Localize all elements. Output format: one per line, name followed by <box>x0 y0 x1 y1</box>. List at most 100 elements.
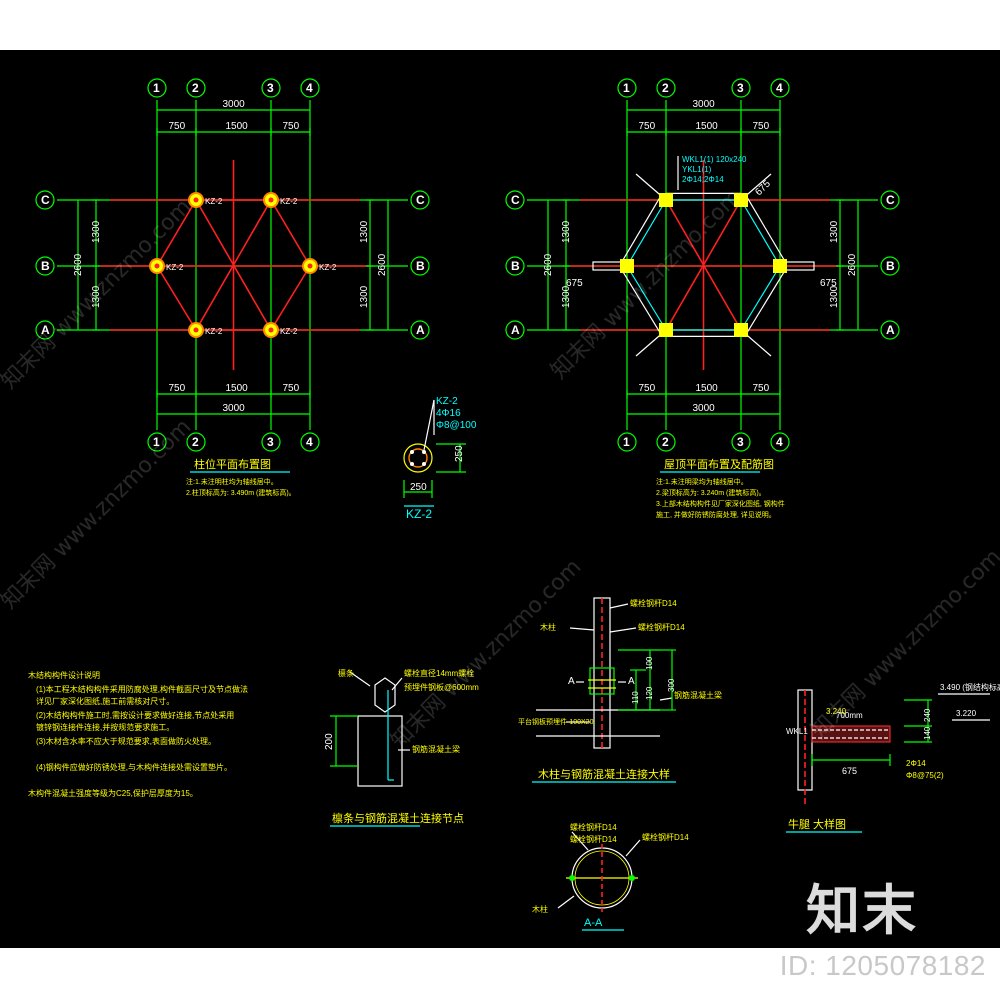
detail-label: 3.240 <box>826 707 847 716</box>
hexagon-edge <box>156 199 197 267</box>
beam-edge <box>620 268 661 334</box>
column-marker <box>734 323 748 337</box>
dim-label: 750 <box>753 121 770 132</box>
column-label: KZ-2 <box>205 197 223 206</box>
dim-label: 1300 <box>561 285 572 308</box>
plan-note: 施工, 并做好防锈防腐处理, 详见说明。 <box>656 510 776 519</box>
detail-label: 木柱 <box>532 904 548 914</box>
axis-label: A <box>886 323 895 337</box>
detail-bracket: WKL1 3.240 3.490 (钢结构标高) 3.220 2Φ14 Φ8@7… <box>786 682 1000 833</box>
section-label: Φ8@100 <box>436 420 477 431</box>
detail-label: 钢筋混凝土梁 <box>412 744 460 754</box>
axis-bubble <box>300 78 320 98</box>
axis-label: A <box>511 323 520 337</box>
detail-label: 2Φ14 <box>906 759 926 768</box>
detail-label: 预埋件钢板@600mm <box>404 682 479 692</box>
axis-label: C <box>416 193 425 207</box>
detail-label: WKL1 <box>786 727 808 736</box>
dim-label: 675 <box>842 766 857 776</box>
axis-label: 2 <box>662 435 669 449</box>
detail-label: 钢筋混凝土梁 <box>674 690 722 700</box>
dim-label: 1300 <box>359 285 370 308</box>
axis-bubble <box>410 256 430 276</box>
axis-bubble <box>617 432 637 452</box>
column-core <box>307 263 313 269</box>
detail-title: 木柱与钢筋混凝土连接大样 <box>538 767 670 781</box>
axis-label: 4 <box>306 435 313 449</box>
beam-edge <box>746 196 787 264</box>
plan-note: 2.柱顶标高为: 3.490m (建筑标高)。 <box>186 488 296 497</box>
spec-note-line: (2)木结构构件施工时,需按设计要求做好连接,节点处采用 <box>36 710 234 720</box>
column-label: KZ-2 <box>280 327 298 336</box>
detail-label: 平台钢板预埋件-100X20 <box>518 717 594 726</box>
dim-label: 3000 <box>223 403 246 414</box>
dim-label: 110 <box>631 691 640 704</box>
footer-id: ID: 1205078182 <box>779 950 986 981</box>
detail-column-connection: A A 螺栓钢杆D14 木柱 螺栓钢杆D14 钢筋混凝土梁 平台钢板预埋件-10… <box>518 597 722 783</box>
column-core <box>154 263 160 269</box>
section-label: KZ-2 <box>436 396 458 407</box>
axis-label: 2 <box>192 81 199 95</box>
column-marker <box>734 193 748 207</box>
plan-note: 2.梁顶标高为: 3.240m (建筑标高)。 <box>656 488 766 497</box>
axis-bubble <box>770 432 790 452</box>
beam-edge <box>746 268 787 334</box>
detail-label: 700mm <box>836 711 863 720</box>
axis-label: C <box>886 193 895 207</box>
axis-bubble <box>147 78 167 98</box>
column-marker <box>659 323 673 337</box>
hexagon-edge <box>626 199 667 267</box>
plan-note: 注:1.未注明梁均为轴线居中。 <box>656 477 748 486</box>
spec-note-line: 详见厂家深化图纸,施工前需核对尺寸。 <box>36 696 174 706</box>
dim-label: 1300 <box>829 220 840 243</box>
detail-label: 螺栓钢杆D14 <box>570 834 617 844</box>
column-marker <box>620 259 634 273</box>
detail-section-aa: 螺栓钢杆D14 螺栓钢杆D14 螺栓钢杆D14 木柱 A-A <box>532 822 689 931</box>
dim-label: 2600 <box>543 253 554 276</box>
dim-label: 3000 <box>693 403 716 414</box>
dim-label: 2600 <box>73 253 84 276</box>
detail-purlin: 200 檩条 螺栓直径14mm螺栓 预埋件钢板@600mm 钢筋混凝土梁 檩条与… <box>324 668 479 827</box>
axis-label: 4 <box>776 435 783 449</box>
axis-label: B <box>511 259 520 273</box>
axis-label: B <box>41 259 50 273</box>
axis-label: 2 <box>192 435 199 449</box>
dim-label: 3000 <box>693 99 716 110</box>
dim-label: 750 <box>169 383 186 394</box>
axis-label: 1 <box>623 81 630 95</box>
axis-bubble <box>35 320 55 340</box>
axis-label: C <box>511 193 520 207</box>
column-label: KZ-2 <box>280 197 298 206</box>
dim-label: 300 <box>667 678 676 692</box>
column-core <box>268 197 274 203</box>
dim-label: 1500 <box>696 383 719 394</box>
dim-label: 100 <box>645 656 654 670</box>
axis-bubble <box>261 78 281 98</box>
rebar-dot <box>410 450 414 454</box>
axis-bubble <box>35 256 55 276</box>
hexagon-edge <box>740 265 781 331</box>
axis-bubble <box>880 256 900 276</box>
dim-label: 1500 <box>226 121 249 132</box>
axis-bubble <box>880 320 900 340</box>
axis-label: 1 <box>623 435 630 449</box>
axis-label: 1 <box>153 81 160 95</box>
axis-bubble <box>410 320 430 340</box>
dim-label: 675 <box>820 278 837 289</box>
detail-label: 檩条 <box>338 668 354 678</box>
dim-label: 1500 <box>696 121 719 132</box>
dim-label: 2600 <box>847 253 858 276</box>
dim-label: 3000 <box>223 99 246 110</box>
dim-label: 1300 <box>561 220 572 243</box>
dim-label: 750 <box>283 383 300 394</box>
diagonal <box>195 199 272 331</box>
axis-bubble <box>731 432 751 452</box>
axis-label: 3 <box>267 81 274 95</box>
section-name: KZ-2 <box>406 507 432 521</box>
rebar-dot <box>422 462 426 466</box>
axis-label: 3 <box>737 435 744 449</box>
axis-bubble <box>617 78 637 98</box>
detail-label: 木柱 <box>540 622 556 632</box>
detail-label: 螺栓钢杆D14 <box>638 622 685 632</box>
